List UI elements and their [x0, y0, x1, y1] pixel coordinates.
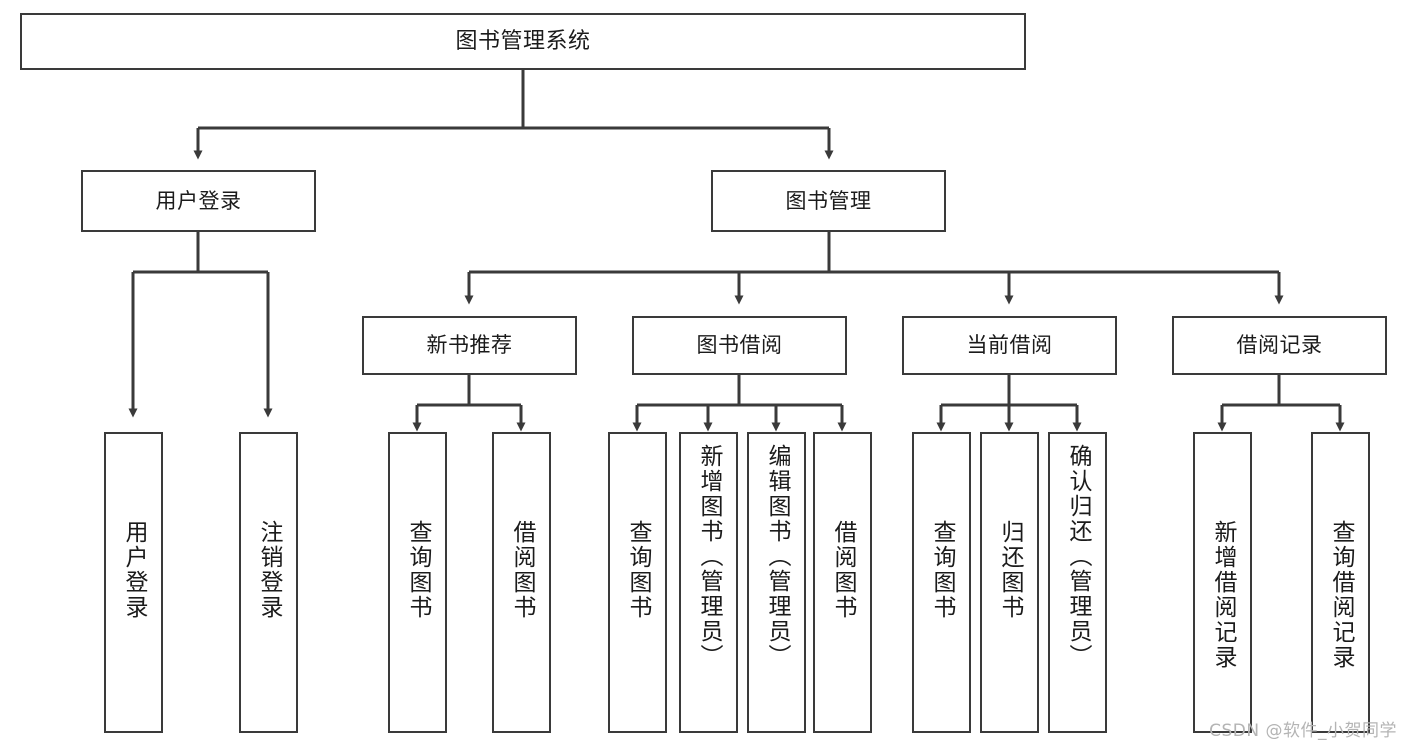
- leaf-query-book-recommend[interactable]: 查询图书: [388, 432, 447, 733]
- node-new-book-recommend[interactable]: 新书推荐: [362, 316, 577, 375]
- node-book-management[interactable]: 图书管理: [711, 170, 946, 232]
- node-current-borrow[interactable]: 当前借阅: [902, 316, 1117, 375]
- leaf-user-login-label: 用户登录: [121, 520, 147, 620]
- leaf-borrow-book-borrow-label: 借阅图书: [830, 520, 856, 620]
- leaf-query-book-recommend-label: 查询图书: [405, 520, 431, 620]
- leaf-add-book-admin[interactable]: 新增图书（管理员）: [679, 432, 738, 733]
- leaf-query-book-borrow-label: 查询图书: [625, 520, 651, 620]
- leaf-query-book-current[interactable]: 查询图书: [912, 432, 971, 733]
- node-borrow-record[interactable]: 借阅记录: [1172, 316, 1387, 375]
- node-user-login[interactable]: 用户登录: [81, 170, 316, 232]
- leaf-edit-book-admin-label: 编辑图书（管理员）: [764, 444, 790, 669]
- node-book-borrow-label: 图书借阅: [696, 333, 783, 358]
- leaf-return-book-label: 归还图书: [997, 520, 1023, 620]
- leaf-add-book-admin-label: 新增图书（管理员）: [696, 444, 722, 669]
- node-root[interactable]: 图书管理系统: [20, 13, 1026, 70]
- leaf-add-borrow-record[interactable]: 新增借阅记录: [1193, 432, 1252, 733]
- node-borrow-record-label: 借阅记录: [1236, 333, 1323, 358]
- leaf-logout-label: 注销登录: [256, 520, 282, 620]
- node-new-book-recommend-label: 新书推荐: [426, 333, 513, 358]
- leaf-logout[interactable]: 注销登录: [239, 432, 298, 733]
- leaf-return-book[interactable]: 归还图书: [980, 432, 1039, 733]
- leaf-add-borrow-record-label: 新增借阅记录: [1210, 520, 1236, 670]
- node-user-login-label: 用户登录: [155, 188, 242, 213]
- leaf-edit-book-admin[interactable]: 编辑图书（管理员）: [747, 432, 806, 733]
- node-book-borrow[interactable]: 图书借阅: [632, 316, 847, 375]
- leaf-query-borrow-record[interactable]: 查询借阅记录: [1311, 432, 1370, 733]
- watermark-text: CSDN @软件_小贺同学: [1209, 721, 1397, 741]
- leaf-query-borrow-record-label: 查询借阅记录: [1328, 520, 1354, 670]
- leaf-confirm-return-admin-label: 确认归还（管理员）: [1065, 444, 1091, 669]
- leaf-query-book-borrow[interactable]: 查询图书: [608, 432, 667, 733]
- node-root-label: 图书管理系统: [455, 28, 591, 54]
- node-book-management-label: 图书管理: [785, 188, 872, 213]
- leaf-query-book-current-label: 查询图书: [929, 520, 955, 620]
- leaf-confirm-return-admin[interactable]: 确认归还（管理员）: [1048, 432, 1107, 733]
- leaf-borrow-book-recommend-label: 借阅图书: [509, 520, 535, 620]
- leaf-borrow-book-borrow[interactable]: 借阅图书: [813, 432, 872, 733]
- leaf-borrow-book-recommend[interactable]: 借阅图书: [492, 432, 551, 733]
- leaf-user-login[interactable]: 用户登录: [104, 432, 163, 733]
- node-current-borrow-label: 当前借阅: [966, 333, 1053, 358]
